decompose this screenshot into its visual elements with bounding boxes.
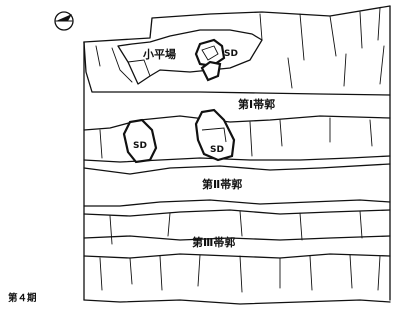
pit-sd-zone1-left xyxy=(122,118,158,164)
label-phase: 第４期 xyxy=(8,292,37,304)
zone2-lower-edge xyxy=(83,163,391,175)
label-sd-terrace: SD xyxy=(224,49,238,59)
pit-sd-zone1-right xyxy=(194,108,236,162)
small-terrace-outline xyxy=(117,29,263,85)
label-sd-zone1-left: SD xyxy=(133,141,147,151)
label-sd-zone1-right: SD xyxy=(210,145,224,155)
zone3-lower-edge xyxy=(83,235,391,241)
top-edge xyxy=(83,5,391,43)
pit-sd-terrace xyxy=(194,38,226,82)
north-arrow-icon xyxy=(54,11,74,31)
label-zone3: 第Ⅲ帯郭 xyxy=(192,235,235,249)
label-small-terrace: 小平場 xyxy=(142,47,176,61)
upper-slope-hatching xyxy=(95,7,385,89)
label-zone2: 第Ⅱ帯郭 xyxy=(202,177,242,191)
lower-slope-hatching xyxy=(99,254,381,293)
label-zone1: 第Ⅰ帯郭 xyxy=(238,97,275,111)
